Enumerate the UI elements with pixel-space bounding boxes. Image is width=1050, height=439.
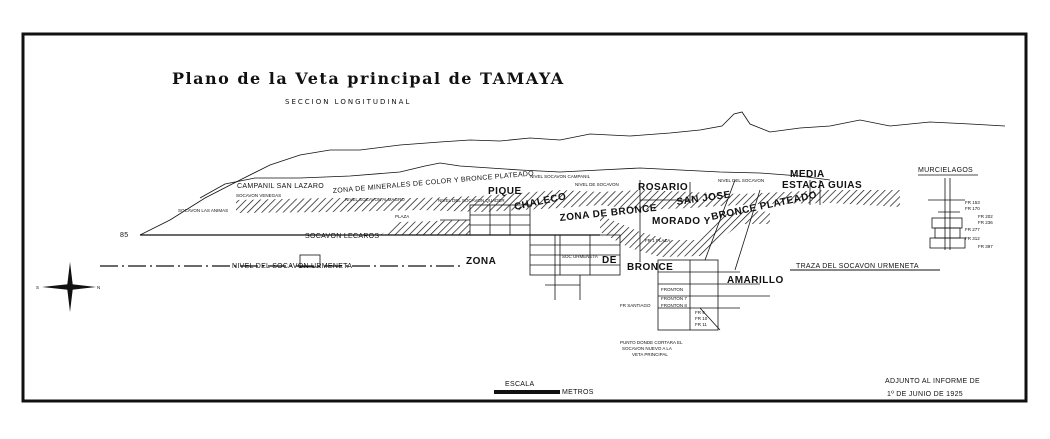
label-amarillo: AMARILLO [727, 275, 784, 286]
label-fr-10: FR 10 [695, 316, 708, 321]
label-de: DE [602, 255, 617, 266]
label-estaca: ESTACA [782, 180, 825, 191]
compass-east-label: N [97, 285, 100, 290]
drawing-title: Plano de la Veta principal de TAMAYA [172, 69, 565, 88]
scale-bar [494, 390, 560, 394]
note-line-3: VETA PRINCIPAL [632, 352, 668, 357]
compass-rose-icon: S N [36, 262, 100, 312]
label-socavon-lecaros: SOCAVON LECAROS [305, 233, 379, 240]
label-media: MEDIA [790, 169, 825, 180]
level-label: FR 236 [978, 220, 993, 225]
label-soc-urmeneta: SOC URMENETA [562, 254, 598, 259]
vein-band-lecaros [380, 220, 470, 235]
label-nivel-del-socavon: NIVEL DEL SOCAVON [718, 178, 764, 183]
label-fr-santiago: FR SANTIAGO [620, 303, 651, 308]
level-label: FR 277 [965, 227, 980, 232]
mine-workings [299, 174, 978, 331]
label-fr-11: FR 11 [695, 322, 707, 327]
label-fronton-8: FRONTON 8 [661, 303, 687, 308]
label-fr-1-plaza: FR 1 PLAZA [645, 238, 670, 243]
label-rosario: ROSARIO [638, 182, 688, 193]
label-nivel-quader: NIVEL DEL SOCAVON QUADER [438, 198, 505, 203]
surface-profile-inner [199, 162, 831, 199]
label-venegas: SOCAVON VENEGAS [236, 193, 281, 198]
level-label: FR 170 [965, 206, 980, 211]
scale-unit: METROS [562, 389, 594, 396]
label-fr-9: FR 9 [695, 310, 705, 315]
label-guias: GUIAS [828, 180, 862, 191]
vein-band-lower [600, 210, 770, 257]
level-label: FR 153 [965, 200, 980, 205]
murcielagos-levels: FR 153 FR 170 FR 202 FR 236 FR 277 FR 31… [965, 200, 993, 249]
footer-line-2: 1º DE JUNIO DE 1925 [887, 391, 963, 398]
level-label: FR 202 [978, 214, 993, 219]
drawing-subtitle: SECCION LONGITUDINAL [285, 98, 411, 106]
label-nivel-urmeneta: NIVEL DEL SOCAVON URMENETA [232, 263, 352, 270]
drawing-frame [21, 32, 1028, 403]
footer-line-1: ADJUNTO AL INFORME DE [885, 378, 980, 385]
label-nivel-campanil: NIVEL SOCAVON CAMPANIL [530, 174, 591, 179]
label-morado: MORADO Y [652, 216, 711, 227]
note-line-1: PUNTO DONDE CORTARA EL [620, 340, 683, 345]
label-nivel-almagro: NIVEL SOCAVON ALMAGRO [345, 197, 405, 202]
label-traza-urmeneta: TRAZA DEL SOCAVON URMENETA [796, 263, 919, 270]
surface-profile-outer [139, 111, 1006, 236]
label-plaza: PLAZA [395, 214, 409, 219]
vein-band-upper [236, 190, 900, 213]
scale-label: ESCALA [505, 381, 534, 388]
label-fronton: FRONTON [661, 287, 683, 292]
label-pique: PIQUE [488, 186, 522, 197]
note-line-2: SOCAVON NUEVO A LA [622, 346, 672, 351]
label-nivel-de-socavon: NIVEL DE SOCAVON [575, 182, 619, 187]
label-murcielagos: MURCIELAGOS [918, 167, 973, 174]
label-campanil: CAMPANIL SAN LAZARO [237, 183, 324, 190]
elevation-mark: 85 [120, 232, 128, 239]
label-fronton-7: FRONTON 7 [661, 296, 687, 301]
label-zona: ZONA [466, 256, 496, 267]
level-label: FR 312 [965, 236, 980, 241]
label-animas: SOCAVON LAS ANIMAS [178, 208, 228, 213]
level-label: FR 397 [978, 244, 993, 249]
label-bronce: BRONCE [627, 262, 673, 273]
compass-west-label: S [36, 285, 39, 290]
